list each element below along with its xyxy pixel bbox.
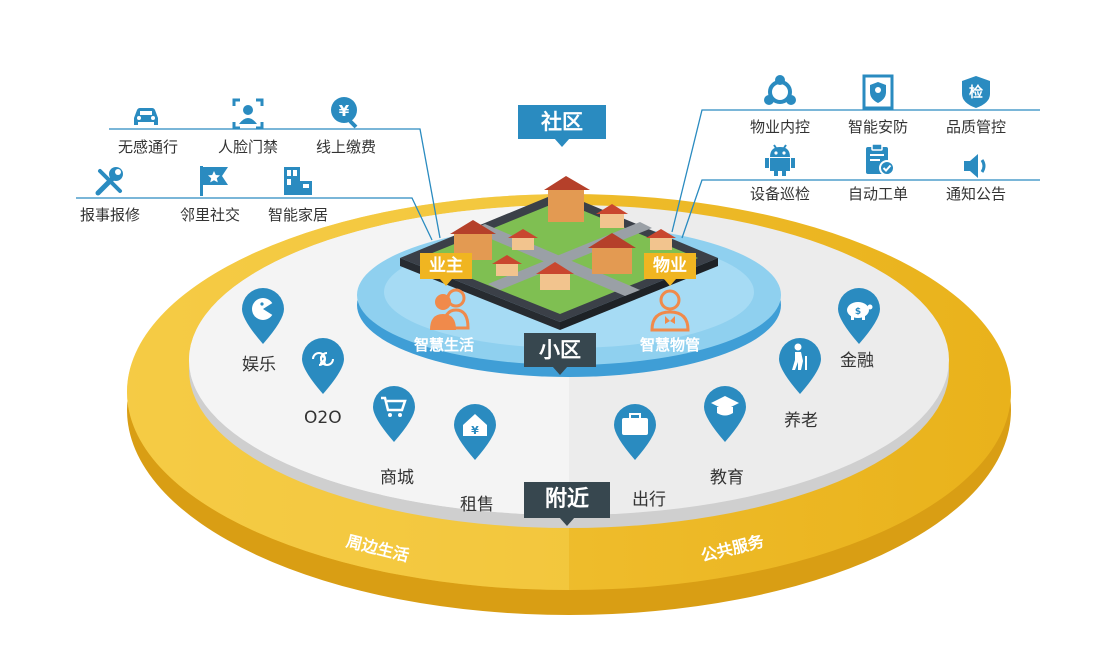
svg-text:¥: ¥ [471,424,479,437]
elderly-care-pin [779,338,821,394]
entertainment-pin [242,288,284,344]
car-icon [134,108,158,125]
leader-lines [76,109,1040,241]
service-label-neighbor-social: 邻里社交 [179,206,240,224]
education-pin [704,386,746,442]
finance-pin: $ [838,288,880,344]
owner-tag: 业主 [420,253,472,286]
service-label-auto-ticket: 自动工单 [847,185,908,203]
speaker-icon [964,154,986,178]
o2o-pin: 2 [302,338,344,394]
pin-label-finance: 金融 [840,351,874,371]
rental-pin: ¥ [454,404,496,460]
inspection-badge-icon: 检 [958,74,994,110]
tools-icon [95,167,123,196]
security-shield-icon [862,74,894,110]
smart-home-icon [284,167,312,195]
service-label-smart-home: 智能家居 [267,206,328,224]
svg-text:$: $ [855,307,861,317]
badge-char: 检 [969,85,983,101]
service-label-online-payment: 线上缴费 [315,138,376,156]
star-flag-icon [200,166,228,196]
service-label-notice: 通知公告 [945,185,1006,203]
pin-label-elderly-care: 养老 [784,411,818,431]
property-caption: 智慧物管 [640,336,701,354]
network-icon [764,75,796,105]
service-label-quality-control: 品质管控 [945,118,1006,136]
pin-label-mall: 商城 [380,468,414,488]
owners-people-icon [430,288,470,330]
community-tag: 社区 [518,105,606,147]
property-tag: 物业 [644,253,696,286]
clipboard-check-icon [866,143,895,176]
nearby-tag: 附近 [524,482,610,526]
service-label-unlocked-passage: 无感通行 [117,138,178,156]
yen-coin-icon: ¥ [331,97,358,129]
service-label-smart-security: 智能安防 [847,118,908,136]
pin-label-rental: 租售 [460,495,494,515]
travel-pin [614,404,656,460]
pin-label-entertainment: 娱乐 [242,355,276,375]
service-label-property-control: 物业内控 [749,118,810,136]
robot-icon [765,144,795,176]
property-manager-icon [650,289,690,332]
service-label-device-inspection: 设备巡检 [749,185,810,203]
pin-label-o2o: O2O [304,408,342,428]
o2o-glyph: 2 [319,354,327,367]
pin-label-education: 教育 [710,468,744,488]
face-scan-icon [232,98,264,130]
estate-tag: 小区 [524,333,596,375]
pin-label-travel: 出行 [632,490,666,510]
svg-text:¥: ¥ [339,102,350,120]
owner-caption: 智慧生活 [414,336,475,354]
service-label-face-access: 人脸门禁 [217,138,278,156]
mall-pin [373,386,415,442]
service-label-repair-report: 报事报修 [79,206,140,224]
